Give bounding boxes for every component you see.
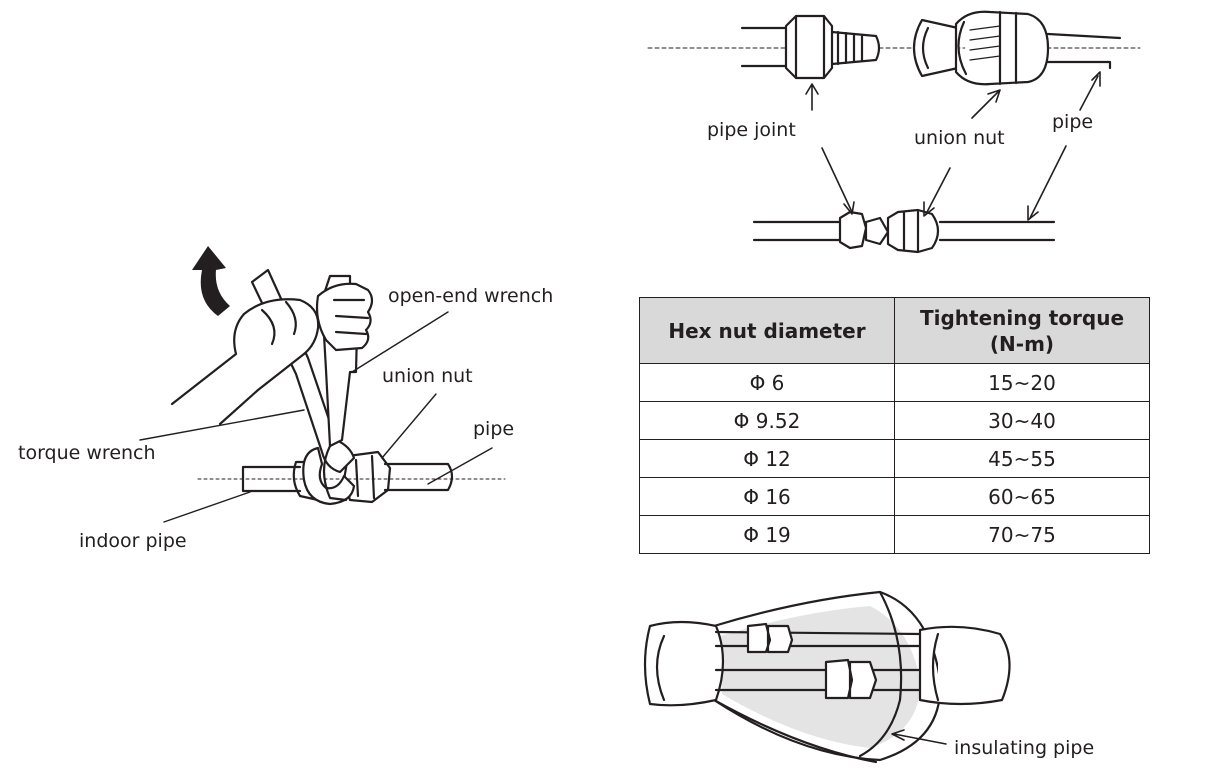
cell-torque: 60~65 — [894, 477, 1150, 516]
cell-diameter: Φ 6 — [639, 363, 895, 402]
open-end-wrench-jaw — [322, 444, 348, 502]
left-pipe-shape — [740, 26, 792, 68]
label-insulating-pipe: insulating pipe — [954, 737, 1095, 759]
arrow-down-union-nut — [923, 167, 951, 217]
inner-pipe-bottom — [714, 668, 922, 692]
cell-torque: 45~55 — [894, 439, 1150, 478]
arrow-down-pipe-joint — [821, 147, 855, 215]
cell-torque: 70~75 — [894, 515, 1150, 554]
label-torque-wrench: torque wrench — [18, 442, 156, 464]
label-open-end-wrench: open-end wrench — [388, 285, 554, 307]
cell-diameter: Φ 9.52 — [639, 401, 895, 440]
arrow-pipe-joint — [805, 83, 819, 111]
hand-open-end — [315, 282, 374, 352]
header-tightening-torque: Tightening torque (N-m) — [894, 297, 1150, 364]
leader-open-end-wrench — [351, 311, 449, 373]
cell-torque: 15~20 — [894, 363, 1150, 402]
label-pipe-top: pipe — [1052, 111, 1094, 133]
arrow-pipe-top — [1079, 71, 1101, 111]
right-insulation-roll — [918, 625, 1011, 706]
leader-torque-wrench — [139, 409, 305, 441]
pipe-joint-figure — [647, 10, 1141, 254]
insulating-edge — [712, 590, 903, 764]
hand-torque — [170, 298, 320, 426]
wrench-figure — [139, 246, 506, 523]
leader-insulating-pipe — [891, 729, 947, 745]
flare-cone-shape — [912, 18, 960, 78]
cell-torque: 30~40 — [894, 401, 1150, 440]
pipe-joint-shape — [784, 14, 881, 80]
table-row: Φ 12 45~55 — [639, 439, 1150, 478]
label-pipe-joint: pipe joint — [707, 119, 796, 141]
table-row: Φ 16 60~65 — [639, 477, 1150, 516]
torque-table: Hex nut diameter Tightening torque (N-m)… — [639, 297, 1150, 554]
insulation-figure — [643, 590, 1011, 764]
table-row: Φ 6 15~20 — [639, 363, 1150, 402]
inner-nut-bottom — [824, 658, 878, 700]
arrow-down-pipe — [1027, 145, 1067, 221]
cell-diameter: Φ 19 — [639, 515, 895, 554]
table-row: Φ 19 70~75 — [639, 515, 1150, 554]
assembled-pipe-shape — [752, 220, 1056, 242]
right-pipe-shape — [1046, 32, 1122, 70]
label-indoor-pipe: indoor pipe — [79, 530, 187, 552]
leader-indoor-pipe — [163, 491, 251, 523]
torque-wrench-head — [302, 446, 356, 506]
leader-pipe — [427, 447, 493, 485]
table-header-row: Hex nut diameter Tightening torque (N-m) — [639, 297, 1150, 364]
table-row: Φ 9.52 30~40 — [639, 401, 1150, 440]
assembled-joint-shape — [838, 208, 940, 254]
left-insulation-roll — [643, 620, 725, 707]
inner-nut-top — [746, 622, 794, 654]
header-hex-nut-diameter: Hex nut diameter — [639, 297, 895, 364]
rotation-arrow-icon — [192, 246, 230, 316]
union-nut-thread — [969, 25, 1001, 61]
label-union-nut-left: union nut — [382, 365, 473, 387]
label-pipe-left: pipe — [473, 418, 515, 440]
label-union-nut-top: union nut — [914, 127, 1005, 149]
hand-torque-fingers — [260, 300, 297, 346]
arrow-union-nut — [971, 89, 1001, 119]
cell-diameter: Φ 12 — [639, 439, 895, 478]
cell-diameter: Φ 16 — [639, 477, 895, 516]
pipe-shape — [383, 462, 454, 492]
leader-union-nut — [381, 393, 437, 459]
union-nut-3d-shape — [954, 10, 1050, 86]
indoor-pipe-shape — [241, 465, 302, 493]
